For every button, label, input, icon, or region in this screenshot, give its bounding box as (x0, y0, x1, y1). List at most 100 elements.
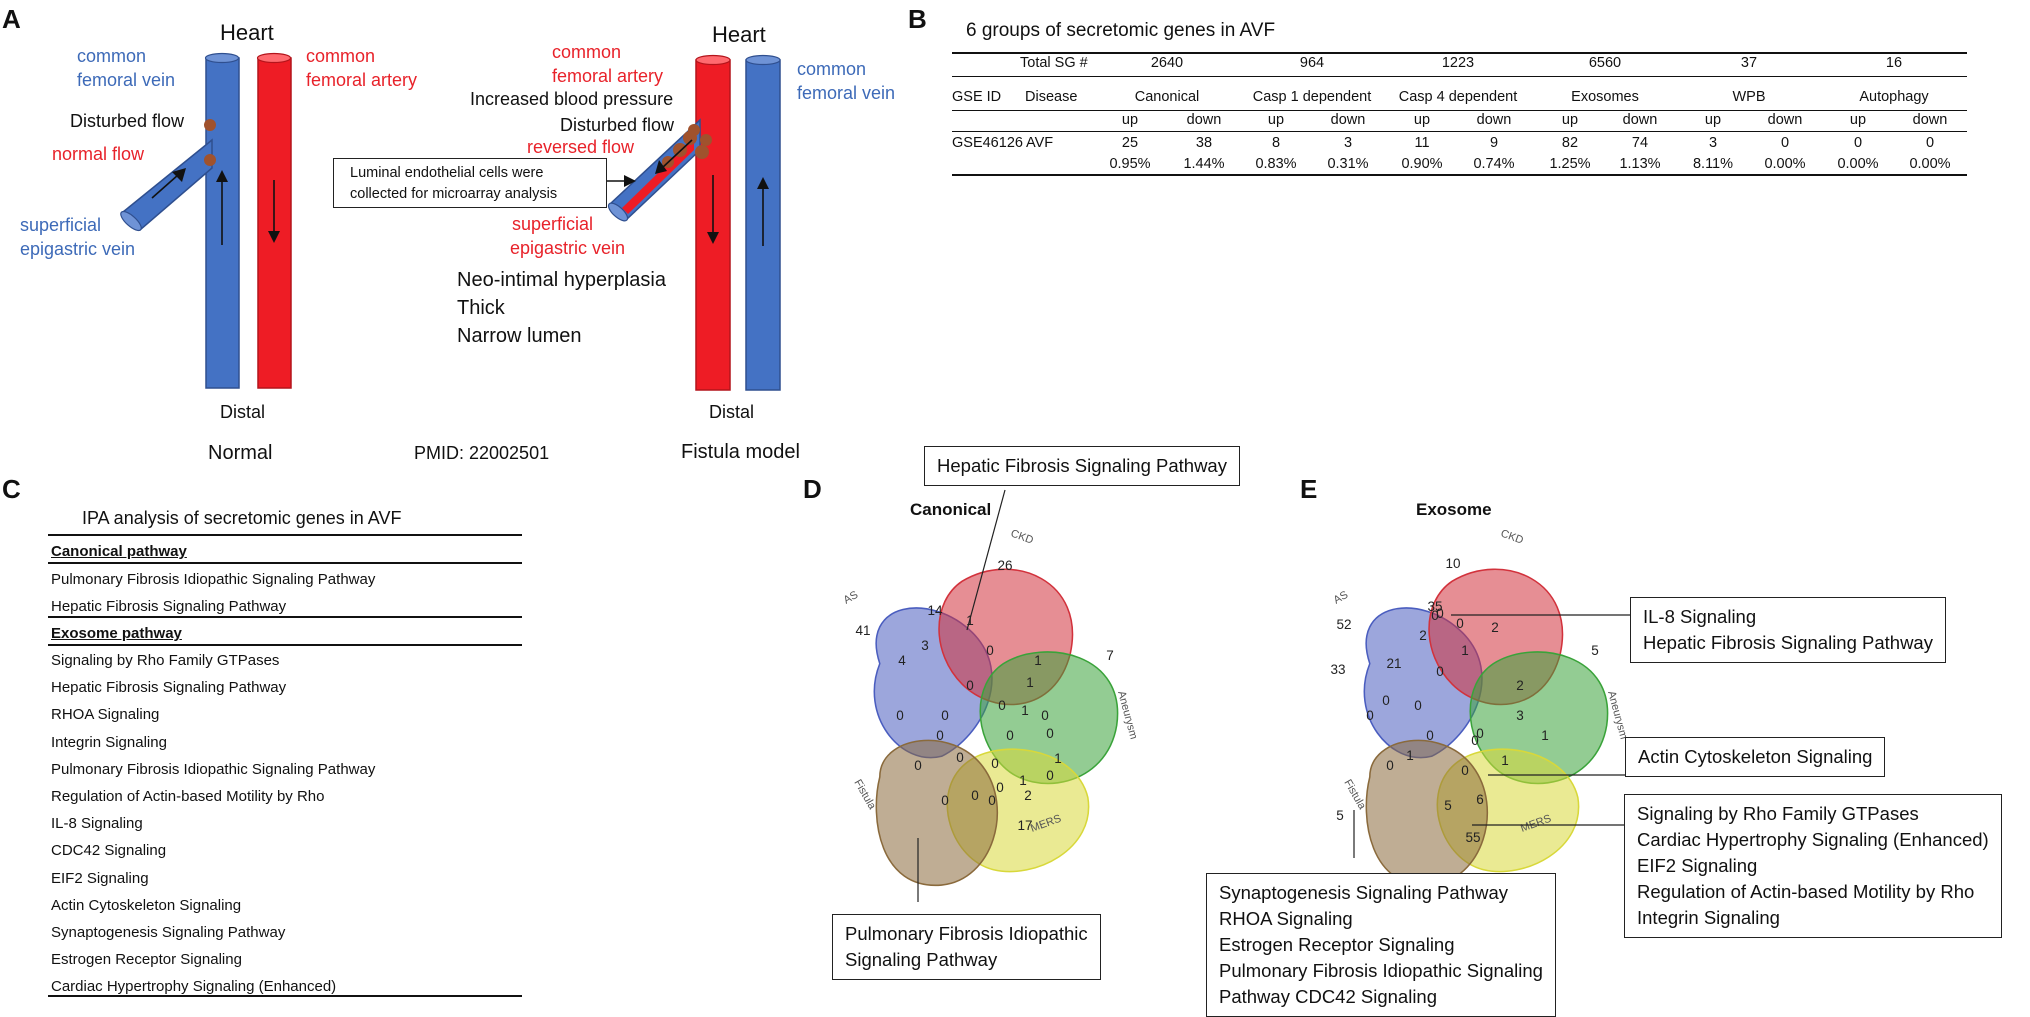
venn-count: 0 (1046, 726, 1054, 741)
venn-count: 0 (971, 788, 979, 803)
venn-count: 5 (1591, 643, 1599, 658)
venn-count: 4 (898, 653, 906, 668)
flow-marker-upper (204, 119, 216, 131)
venn-count: 3 (921, 638, 929, 653)
count-cell: 0 (1853, 135, 1863, 151)
venn-count: 1 (1541, 728, 1549, 743)
percent-cell: 0.83% (1255, 156, 1297, 172)
total-sg-cell: 37 (1740, 55, 1758, 71)
ipa-rule-1 (48, 534, 522, 536)
venn-count: 2 (1516, 678, 1524, 693)
venn-count: 41 (855, 623, 870, 638)
percent-cell: 1.13% (1619, 156, 1661, 172)
group-header: WPB (1732, 89, 1766, 105)
panel-b-label: B (908, 4, 927, 34)
gse-id-header: GSE ID (952, 89, 1002, 105)
venn-count: 0 (1461, 763, 1469, 778)
gse-id-value: GSE46126 (952, 135, 1023, 151)
panel-a-diagram (120, 52, 781, 391)
canonical-item: Pulmonary Fibrosis Idiopathic Signaling … (51, 571, 376, 588)
callout-pulmonary-d: Pulmonary Fibrosis Idiopathic Signaling … (832, 914, 1101, 980)
venn-count: 0 (1426, 728, 1434, 743)
count-cell: 8 (1271, 135, 1281, 151)
venn-count: 1 (966, 613, 974, 628)
venn-count: 2 (1419, 628, 1427, 643)
venn-count: 1 (1034, 653, 1042, 668)
venn-count: 0 (1414, 698, 1422, 713)
venn-count: 1 (1026, 675, 1034, 690)
fistula-vein-label: common femoral vein (797, 59, 896, 103)
count-cell: 0 (1925, 135, 1935, 151)
venn-set-label: AS (842, 589, 861, 607)
panel-d-label: D (803, 474, 822, 504)
exosome-item: Actin Cytoskeleton Signaling (51, 896, 242, 914)
venn-count: 52 (1336, 617, 1351, 632)
fistula-bp-label: Increased blood pressure (470, 89, 674, 109)
venn-count: 0 (1006, 728, 1014, 743)
normal-vein-label: common femoral vein (77, 46, 176, 90)
exosome-item: Cardiac Hypertrophy Signaling (Enhanced) (51, 978, 337, 996)
callout-hepatic-d: Hepatic Fibrosis Signaling Pathway (924, 446, 1240, 486)
fistula-heart-label: Heart (712, 22, 766, 47)
venn-count: 33 (1330, 662, 1345, 677)
venn-set-label: Aneurysm (1605, 690, 1629, 741)
percent-cell: 1.44% (1183, 156, 1225, 172)
venn-count: 1 (1406, 748, 1414, 763)
normal-flow-label: normal flow (52, 144, 145, 164)
ipa-rule-bottom (48, 995, 522, 997)
venn-count: 10 (1445, 556, 1460, 571)
exosome-item: Regulation of Actin-based Motility by Rh… (51, 788, 325, 805)
venn-count: 0 (996, 780, 1004, 795)
venn-count: 2 (1491, 620, 1499, 635)
venn-count: 7 (1106, 648, 1114, 663)
venn-count: 0 (914, 758, 922, 773)
total-sg-cell: 964 (1299, 55, 1325, 71)
venn-count: 26 (997, 558, 1012, 573)
table-rule-4 (952, 131, 1967, 132)
venn-count: 0 (896, 708, 904, 723)
disease-header: Disease (1025, 89, 1078, 105)
table-rule-2 (952, 76, 1967, 77)
fistula-reversed-label: reversed flow (527, 137, 635, 157)
updown-header: down (1330, 112, 1366, 128)
venn-set-label: Fistula (1341, 778, 1368, 813)
venn-count: 3 (1516, 708, 1524, 723)
total-sg-cell: 6560 (1588, 55, 1622, 71)
exosome-item: RHOA Signaling (51, 706, 160, 724)
percent-cell: 0.95% (1109, 156, 1151, 172)
callout-il8: IL-8 Signaling Hepatic Fibrosis Signalin… (1630, 597, 1946, 663)
venn-set-label: AS (1332, 589, 1351, 607)
normal-artery-label: common femoral artery (306, 46, 418, 90)
microarray-callout: Luminal endothelial cells were collected… (333, 158, 607, 208)
exosome-item: Integrin Signaling (51, 733, 167, 751)
venn-count: 0 (1456, 616, 1464, 631)
venn-count: 0 (1476, 726, 1484, 741)
callout-actin: Actin Cytoskeleton Signaling (1625, 737, 1886, 777)
percent-cell: 0.74% (1473, 156, 1515, 172)
percent-cell: 0.31% (1327, 156, 1369, 172)
ipa-rule-4 (48, 644, 522, 646)
exosome-item: EIF2 Signaling (51, 869, 149, 887)
ipa-rule-2 (48, 562, 522, 564)
group-header: Exosomes (1571, 89, 1639, 105)
venn-count: 35 (1427, 599, 1442, 614)
venn-set-fistula (875, 739, 998, 886)
callout-rho: Signaling by Rho Family GTPases Cardiac … (1624, 794, 2002, 938)
updown-header: down (1476, 112, 1512, 128)
venn-count: 0 (1436, 606, 1444, 621)
updown-header: up (1561, 112, 1579, 128)
ipa-rule-3 (48, 616, 522, 618)
updown-header: down (1186, 112, 1222, 128)
updown-header: down (1622, 112, 1658, 128)
venn-count: 14 (927, 603, 943, 618)
updown-header: down (1767, 112, 1803, 128)
total-sg-cell: 2640 (1150, 55, 1184, 71)
venn-count: 0 (1431, 608, 1439, 623)
table-bottom-rule (952, 174, 1967, 176)
normal-disturbed-flow: Disturbed flow (70, 111, 185, 131)
callout-synaptogenesis: Synaptogenesis Signaling Pathway RHOA Si… (1206, 873, 1556, 1017)
count-cell: 82 (1561, 135, 1579, 151)
count-cell: 38 (1195, 135, 1213, 151)
venn-count: 0 (1366, 708, 1374, 723)
